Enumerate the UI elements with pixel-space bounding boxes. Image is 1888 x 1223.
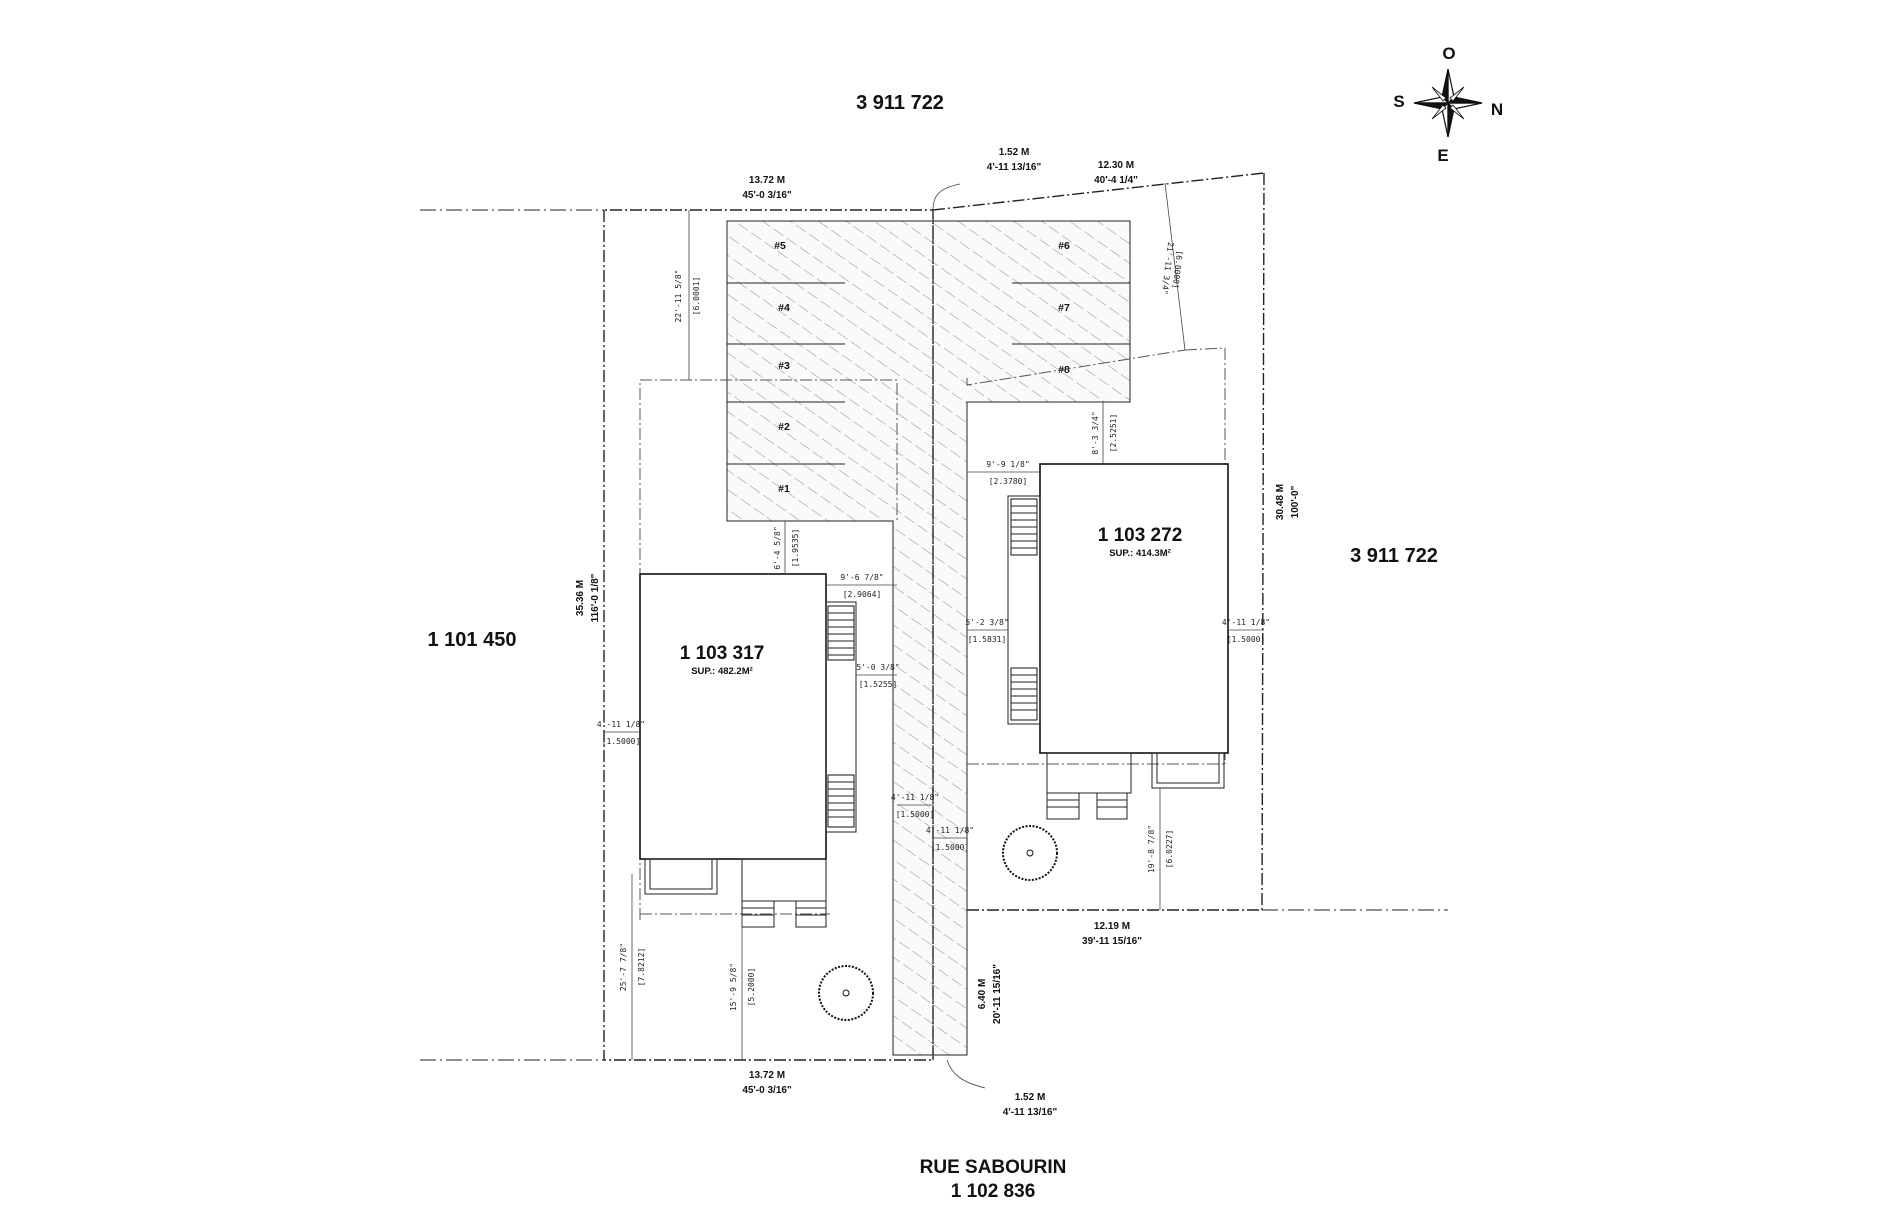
- small-dimension-labels: 22'-11 5/8" [6.0001] 6'-4 5/8" [1.9535] …: [597, 241, 1270, 1011]
- dim-d9-ft: 15'-9 5/8": [729, 963, 738, 1011]
- dim-d6-m: [1.5000]: [896, 810, 935, 819]
- building-lot-1103317: 1 103 317 SUP.: 482.2M²: [639, 573, 857, 928]
- dim-d13-m: [1.5000]: [1227, 635, 1266, 644]
- dim-d10-m: [2.3780]: [989, 477, 1028, 486]
- dim-d8-m: [7.8212]: [637, 948, 646, 987]
- stall-8-label: #8: [1058, 364, 1070, 376]
- stall-1-label: #1: [778, 483, 790, 495]
- neighbor-right-lot: 3 911 722: [1350, 545, 1438, 567]
- compass-right-letter: N: [1491, 100, 1503, 119]
- dim-d7-ft: 4'-11 1/8": [926, 826, 974, 835]
- compass-bottom-letter: E: [1437, 146, 1448, 165]
- dimension-lines: [604, 182, 1264, 1089]
- left-depth-ft: 116'-0 1/8": [590, 573, 601, 622]
- lane-width-ft: 20'-11 15/16": [992, 964, 1003, 1024]
- dim-d3-m: [2.9064]: [843, 590, 882, 599]
- top-left-width-ft: 45'-0 3/16": [742, 190, 792, 201]
- dim-d7-m: [1.5000]: [931, 843, 970, 852]
- stall-3-label: #3: [778, 360, 790, 372]
- dim-d13-ft: 4'-11 1/8": [1222, 618, 1270, 627]
- dim-d14-ft: 19'-8 7/8": [1147, 825, 1156, 873]
- neighbor-left-lot: 1 101 450: [428, 629, 517, 651]
- dim-d2-m: [1.9535]: [791, 529, 800, 568]
- neighbor-top-lot: 3 911 722: [856, 92, 944, 114]
- building-lot-1103272: 1 103 272 SUP.: 414.3M²: [1007, 463, 1229, 820]
- top-lane-ft: 4'-11 13/16": [987, 162, 1042, 173]
- dim-d10-ft: 9'-9 1/8": [986, 460, 1029, 469]
- lane-width-m: 6.40 M: [977, 979, 988, 1010]
- parking-stall-labels: #5 #4 #3 #2 #1 #6 #7 #8: [774, 240, 1070, 495]
- dim-d4-m: [1.5255]: [859, 680, 898, 689]
- bottom-right-width-m: 12.19 M: [1094, 921, 1130, 932]
- compass-rose-icon: [1413, 68, 1483, 138]
- stall-6-label: #6: [1058, 240, 1070, 252]
- lot-1103317-area: SUP.: 482.2M²: [691, 666, 753, 677]
- dim-d12-ft: 5'-2 3/8": [965, 618, 1008, 627]
- parking-area: [726, 220, 1131, 1056]
- stairs-top-right: [1010, 498, 1038, 556]
- stall-7-label: #7: [1058, 302, 1070, 314]
- compass-top-letter: O: [1442, 44, 1455, 63]
- stairs-top-left: [827, 605, 855, 661]
- stall-5-label: #5: [774, 240, 786, 252]
- neighbor-labels: 3 911 722 3 911 722 1 101 450 RUE SABOUR…: [428, 92, 1438, 1202]
- tree-symbol-right: [1002, 825, 1058, 881]
- main-dimension-labels: 13.72 M 45'-0 3/16" 1.52 M 4'-11 13/16" …: [575, 147, 1301, 1118]
- property-lines: [603, 172, 1265, 1061]
- top-lane-m: 1.52 M: [999, 147, 1030, 158]
- dim-d9-m: [5.2000]: [747, 968, 756, 1007]
- bottom-lane-ft: 4'-11 13/16": [1003, 1107, 1058, 1118]
- top-right-width-ft: 40'-4 1/4": [1094, 175, 1138, 186]
- compass-left-letter: S: [1393, 92, 1404, 111]
- stall-2-label: #2: [778, 421, 790, 433]
- stairs-bottom-right: [1010, 667, 1038, 721]
- dim-d1-m: [6.0001]: [692, 277, 701, 316]
- tree-symbol-left: [818, 965, 874, 1021]
- lot-1103272-area: SUP.: 414.3M²: [1109, 548, 1171, 559]
- bottom-right-width-ft: 39'-11 15/16": [1082, 936, 1142, 947]
- dim-d5-m: [1.5000]: [602, 737, 641, 746]
- street-name: RUE SABOURIN: [920, 1157, 1067, 1178]
- top-right-width-m: 12.30 M: [1098, 160, 1134, 171]
- bottom-lane-m: 1.52 M: [1015, 1092, 1046, 1103]
- stall-4-label: #4: [778, 302, 790, 314]
- stairs-bottom-left: [827, 774, 855, 828]
- right-depth-ft: 100'-0": [1290, 485, 1301, 518]
- dim-d3-ft: 9'-6 7/8": [840, 573, 883, 582]
- dim-d11-ft: 8'-3 3/4": [1091, 411, 1100, 454]
- dim-d2-ft: 6'-4 5/8": [773, 526, 782, 569]
- dim-d5-ft: 4'-11 1/8": [597, 720, 645, 729]
- parking-stall-lines: [727, 282, 1130, 465]
- left-depth-m: 35.36 M: [575, 580, 586, 616]
- dim-d6-ft: 4'-11 1/8": [891, 793, 939, 802]
- dim-d14-m: [6.0227]: [1165, 830, 1174, 869]
- bottom-left-width-m: 13.72 M: [749, 1070, 785, 1081]
- lot-1103317-number: 1 103 317: [680, 643, 765, 664]
- dim-d4-ft: 5'-0 3/8": [856, 663, 899, 672]
- top-left-width-m: 13.72 M: [749, 175, 785, 186]
- lot-1103272-number: 1 103 272: [1098, 525, 1183, 546]
- dim-d11-m: [2.5251]: [1109, 414, 1118, 453]
- bottom-left-width-ft: 45'-0 3/16": [742, 1085, 792, 1096]
- dim-d8-ft: 25'-7 7/8": [619, 943, 628, 991]
- right-depth-m: 30.48 M: [1275, 484, 1286, 520]
- extension-lines: [420, 209, 1448, 1061]
- dim-d1-ft: 22'-11 5/8": [674, 270, 683, 323]
- dim-d12-m: [1.5831]: [968, 635, 1007, 644]
- street-lot: 1 102 836: [951, 1181, 1036, 1202]
